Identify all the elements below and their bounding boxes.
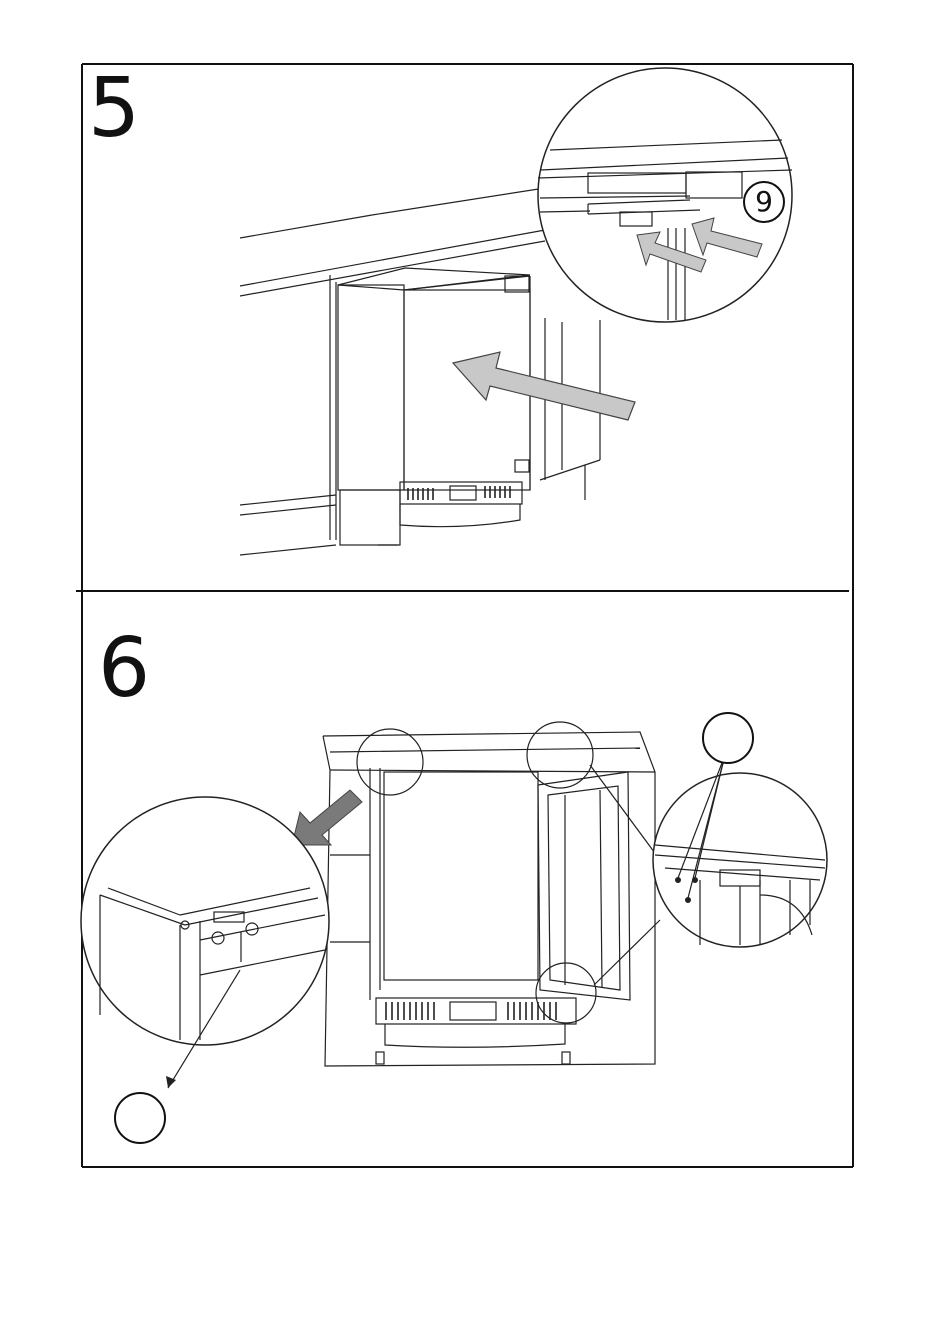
detail-arrow xyxy=(292,790,362,845)
step6-left-detail-circle xyxy=(81,797,329,1088)
part-callout-circle-left xyxy=(114,1092,166,1144)
part-callout-circle-right xyxy=(702,712,754,764)
step-number-5: 5 xyxy=(88,68,140,150)
step6-right-detail-circle xyxy=(653,755,827,947)
part-number-badge: 9 xyxy=(743,181,785,223)
push-arrow xyxy=(453,352,635,420)
step6-illustration xyxy=(323,722,660,1066)
step5-illustration xyxy=(240,188,600,555)
step-number-6: 6 xyxy=(98,628,150,710)
